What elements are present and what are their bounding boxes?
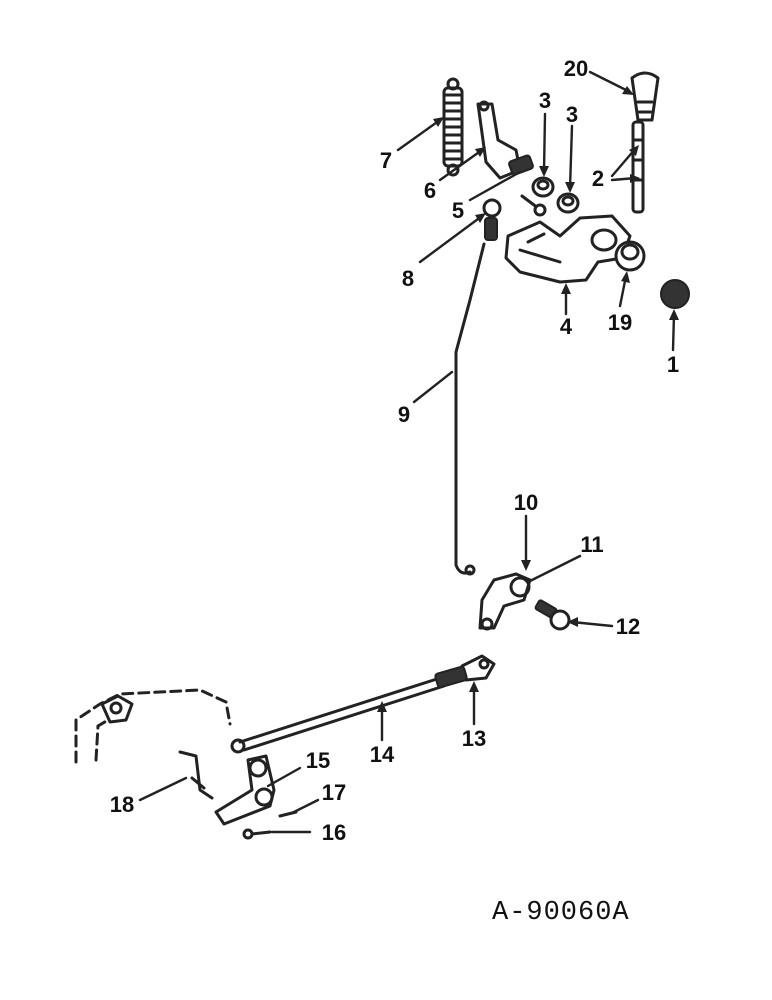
callout-19: 19: [608, 310, 632, 335]
part-bushing-left: [531, 176, 555, 198]
transmission-housing-outline: [74, 688, 232, 764]
callout-5: 5: [452, 198, 464, 223]
part-clip: [242, 828, 272, 840]
part-lever-housing: [504, 214, 632, 284]
callout-7: 7: [380, 148, 392, 173]
callout-6: 6: [424, 178, 436, 203]
diagram-reference-code: A-90060A: [492, 898, 630, 928]
callout-11: 11: [580, 532, 603, 557]
callout-8: 8: [402, 266, 414, 291]
callout-15: 15: [306, 748, 330, 773]
part-spring: [442, 77, 464, 177]
part-lower-crank: [214, 754, 276, 826]
part-lever-bracket: [476, 100, 534, 180]
callout-3-right: 3: [566, 102, 578, 127]
callout-16: 16: [322, 820, 346, 845]
part-long-rod: [454, 242, 486, 576]
part-pin: [520, 194, 547, 217]
part-bell-crank: [478, 572, 532, 631]
part-knob: [630, 71, 660, 122]
callout-10: 10: [514, 490, 538, 515]
callout-4: 4: [560, 314, 573, 339]
callout-3-left: 3: [539, 88, 551, 113]
part-lever-rod: [631, 120, 645, 214]
part-cap: [660, 279, 690, 309]
callout-1: 1: [667, 352, 679, 377]
part-collar: [614, 240, 646, 272]
callout-13: 13: [462, 726, 486, 751]
callout-14: 14: [370, 742, 395, 767]
callout-2: 2: [592, 166, 604, 191]
callout-18: 18: [110, 792, 134, 817]
callout-9: 9: [398, 402, 410, 427]
callout-20: 20: [564, 56, 588, 81]
callouts: 20 2 3 3 7 6 5 8 4 19 1 9 10 11 12 13 14…: [110, 56, 679, 845]
callout-17: 17: [322, 780, 346, 805]
part-bracket: [178, 750, 214, 800]
part-bushing-right: [556, 192, 580, 214]
part-bolt: [534, 599, 571, 631]
part-rod-end: [482, 198, 502, 241]
leader-lines: [138, 70, 679, 834]
callout-12: 12: [616, 614, 640, 639]
part-shift-rod: [230, 665, 468, 754]
